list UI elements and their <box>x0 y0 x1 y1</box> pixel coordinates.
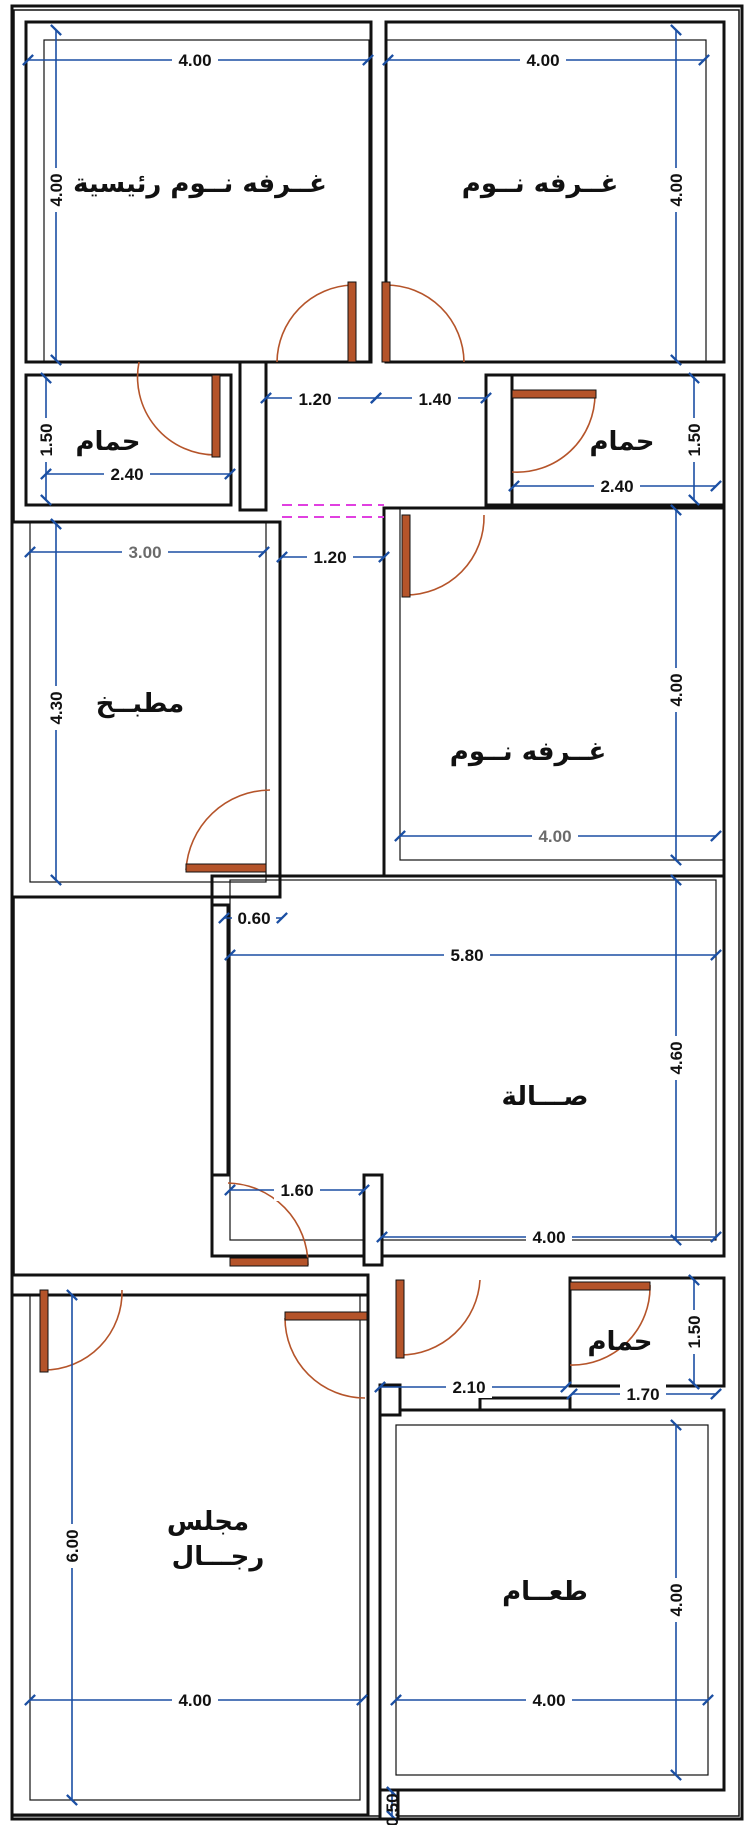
dim-majlis-height: 6.00 <box>63 1529 82 1562</box>
door-bath-bottom <box>569 1281 651 1366</box>
dim-hall-width: 5.80 <box>450 946 483 965</box>
label-bath-left: حمام <box>76 427 141 457</box>
label-bedroom-mid: غــرفه نــوم <box>450 737 606 767</box>
dim-bath-right-height: 1.50 <box>685 423 704 456</box>
door-entrance <box>39 1289 123 1373</box>
label-hall: صـــالة <box>501 1082 588 1112</box>
door-bath-left <box>136 361 221 458</box>
dim-master-bedroom-height: 4.00 <box>47 173 66 206</box>
dim-lobby-width: 2.10 <box>452 1378 485 1397</box>
label-majlis-line2: رجـــال <box>172 1542 265 1572</box>
dim-bath-bottom-width: 1.70 <box>626 1385 659 1404</box>
label-bedroom-top: غــرفه نــوم <box>462 169 618 199</box>
dim-bedroom-top-height: 4.00 <box>667 173 686 206</box>
dim-kitchen-height: 4.30 <box>47 691 66 724</box>
dim-bath-left-width: 2.40 <box>110 465 143 484</box>
dim-majlis-width: 4.00 <box>178 1691 211 1710</box>
dim-bedroom-mid-width: 4.00 <box>538 827 571 846</box>
dim-master-bedroom-width: 4.00 <box>178 51 211 70</box>
walls <box>10 4 744 1821</box>
label-kitchen: مطبــخ <box>96 689 185 719</box>
wall-master-bedroom <box>24 20 373 364</box>
dim-dining-top-width: 4.00 <box>532 1228 565 1247</box>
label-bath-right: حمام <box>590 427 655 457</box>
door-bedroom-mid <box>401 514 485 598</box>
dim-opening-width: 1.20 <box>313 548 346 567</box>
dim-hall-gap: 0.60 <box>237 909 270 928</box>
outer-wall-inner <box>13 9 740 1817</box>
door-majlis <box>284 1311 368 1399</box>
dim-kitchen-width: 3.00 <box>128 543 161 562</box>
dim-hall-door: 1.60 <box>280 1181 313 1200</box>
dimension-labels: 4.00 4.00 4.00 4.00 1.20 1.40 1.50 2.40 … <box>35 48 705 1825</box>
label-bath-bottom: حمام <box>588 1327 653 1357</box>
dim-wall-thickness: 0.50 <box>383 1793 402 1825</box>
label-master-bedroom: غــرفه نــوم رئيسية <box>73 169 327 199</box>
outer-wall <box>10 4 744 1821</box>
dim-corridor-right: 1.40 <box>418 390 451 409</box>
dim-bath-left-height: 1.50 <box>37 423 56 456</box>
door-master-bedroom <box>276 281 357 363</box>
room-labels: غــرفه نــوم رئيسية غــرفه نــوم حمام حم… <box>73 169 654 1607</box>
dim-corridor-left: 1.20 <box>298 390 331 409</box>
label-majlis-line1: مجلس <box>167 1507 249 1537</box>
label-dining: طعــام <box>502 1577 588 1607</box>
door-bedroom-top <box>381 281 465 363</box>
dim-dining-width: 4.00 <box>532 1691 565 1710</box>
dim-bedroom-mid-height: 4.00 <box>667 673 686 706</box>
dim-dining-height: 4.00 <box>667 1583 686 1616</box>
door-bath-right <box>511 389 597 473</box>
door-kitchen <box>185 789 271 873</box>
door-dining <box>395 1279 481 1359</box>
dim-bath-bottom-height: 1.50 <box>685 1315 704 1348</box>
dim-bath-right-width: 2.40 <box>600 477 633 496</box>
dim-hall-height: 4.60 <box>667 1041 686 1074</box>
dim-bedroom-top-width: 4.00 <box>526 51 559 70</box>
doors <box>39 281 651 1399</box>
